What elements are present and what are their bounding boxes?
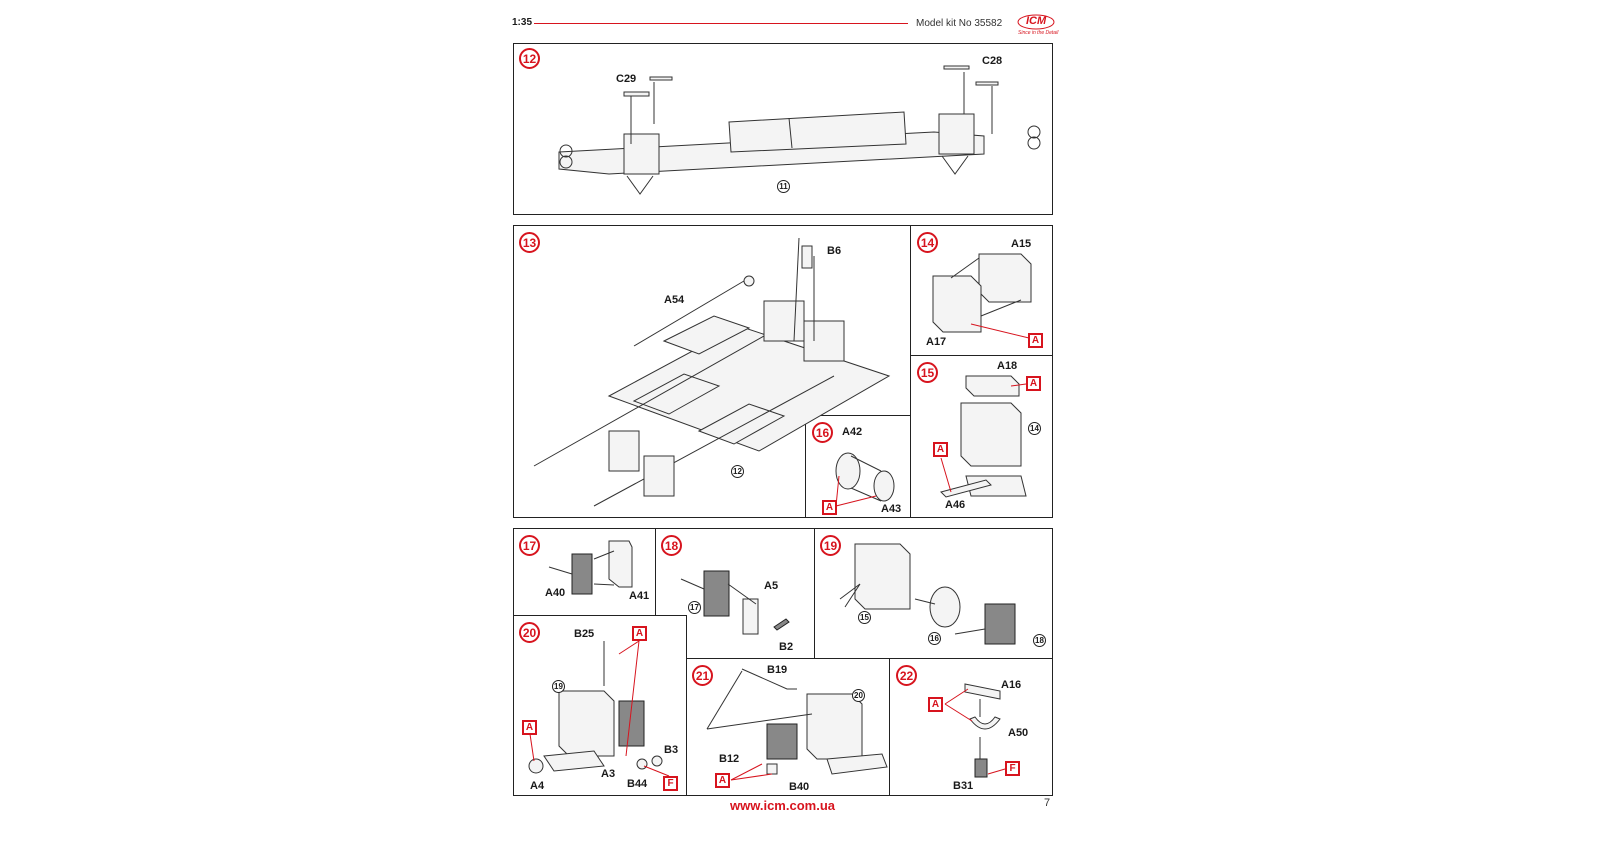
svg-text:ICM: ICM [1026,15,1047,27]
step-reference: 19 [552,680,565,693]
engine-accessories-illustration [528,640,670,777]
part-label: A16 [1001,679,1022,691]
part-label: B44 [627,778,648,790]
part-label: A40 [545,587,566,599]
part-label: B31 [953,780,974,792]
page-number: 7 [1044,797,1051,809]
step-number: 21 [692,665,713,686]
step-number: 13 [519,232,540,253]
flywheel-housing-illustration [835,452,895,507]
step-12-panel: 12 C29 C28 11 [513,43,1053,215]
paint-tag: A [822,500,837,515]
step-19-panel: 19 15 16 18 [814,528,1053,659]
part-label: A46 [945,499,966,511]
step-18-panel: 18 A5 B2 17 [655,528,815,659]
part-label: B6 [827,245,842,257]
part-label: B2 [779,641,794,653]
gearbox-illustration [548,540,633,595]
chassis-frame-illustration [558,65,1041,195]
step-16-panel: 16 A42 A43 A [805,415,911,518]
intake-pipe-illustration [944,683,1006,778]
part-label: B25 [574,628,595,640]
part-label: A43 [881,503,902,515]
step-17-panel: 17 A40 A41 [513,528,656,616]
gearbox-assembly-illustration [680,570,790,635]
step-reference: 15 [858,611,871,624]
step-number: 16 [812,422,833,443]
part-label: C28 [982,55,1003,67]
part-label: A3 [601,768,616,780]
header-rule [534,23,908,24]
step-20-panel: 20 B25 B3 A3 A4 B44 19 A A F [513,615,687,796]
paint-tag: F [663,776,678,791]
step-number: 14 [917,232,938,253]
part-label: A54 [664,294,685,306]
step-14-panel: 14 A15 A17 A [910,225,1053,356]
part-label: A5 [764,580,779,592]
step-number: 12 [519,48,540,69]
part-label: A42 [842,426,863,438]
step-reference: 20 [852,689,865,702]
part-label: B3 [664,744,679,756]
scale-label: 1:35 [512,17,533,28]
part-label: A50 [1008,727,1029,739]
step-reference: 17 [688,601,701,614]
part-label: A18 [997,360,1018,372]
step-reference: 18 [1033,634,1046,647]
icm-logo: ICM [1016,11,1056,39]
step-reference: 11 [777,180,790,193]
paint-tag: A [522,720,537,735]
part-label: A41 [629,590,650,602]
chassis-assembly-illustration [533,237,891,507]
step-number: 17 [519,535,540,556]
paint-tag: A [933,442,948,457]
part-label: B40 [789,781,810,793]
paint-tag: A [632,626,647,641]
step-reference: 12 [731,465,744,478]
step-13-panel: 13 B6 A54 12 [513,225,911,518]
part-label: C29 [616,73,637,85]
paint-tag: A [1028,333,1043,348]
website-link[interactable]: www.icm.com.ua [730,798,835,813]
step-reference: 16 [928,632,941,645]
part-label: A17 [926,336,947,348]
part-label: B12 [719,753,740,765]
step-15-panel: 15 A18 A46 14 A A [910,355,1053,518]
part-label: A4 [530,780,545,792]
step-number: 18 [661,535,682,556]
part-label: A15 [1011,238,1032,250]
logo-tagline: Since in the Detail [1018,30,1059,36]
paint-tag: A [928,697,943,712]
engine-block-illustration [932,253,1032,339]
paint-tag: F [1005,761,1020,776]
step-reference: 14 [1028,422,1041,435]
paint-tag: A [715,773,730,788]
exhaust-assembly-illustration [706,668,888,781]
part-label: B19 [767,664,788,676]
paint-tag: A [1026,376,1041,391]
step-number: 22 [896,665,917,686]
step-number: 20 [519,622,540,643]
step-number: 15 [917,362,938,383]
step-21-panel: 21 B19 B12 B40 20 A [686,658,890,796]
step-22-panel: 22 A16 A50 B31 A F [889,658,1053,796]
engine-gearbox-join-illustration [839,543,1016,645]
step-number: 19 [820,535,841,556]
kit-number: Model kit No 35582 [916,18,1003,29]
engine-assembly-illustration [940,375,1027,498]
